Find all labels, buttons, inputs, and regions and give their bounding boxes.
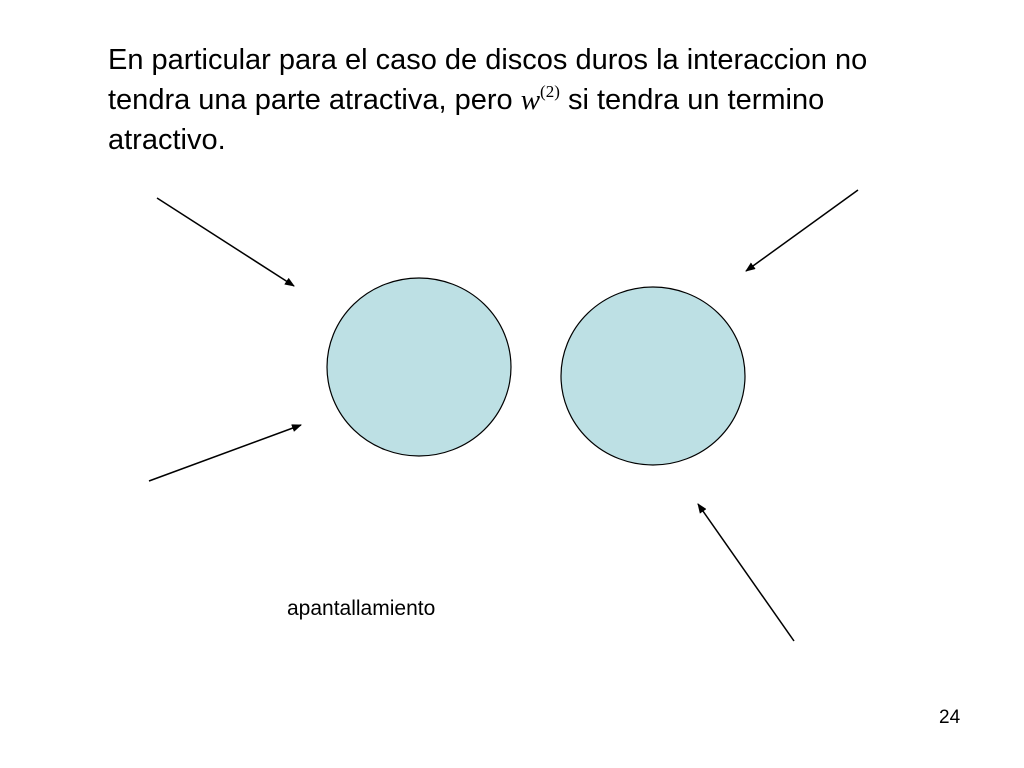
slide-number: 24 (939, 707, 961, 728)
math-superscript: (2) (540, 82, 560, 101)
caption-apantallamiento: apantallamiento (287, 597, 436, 620)
arrow-top-left (156, 197, 295, 287)
arrow-bottom-left (148, 424, 302, 482)
math-symbol: w (520, 84, 541, 116)
arrow-top-right (745, 189, 859, 272)
math-w2: w(2) (520, 82, 560, 116)
text-line-3: atractivo. (108, 124, 226, 156)
left-disc (326, 277, 512, 457)
text-line-1: En particular para el caso de discos dur… (108, 44, 868, 76)
right-disc (560, 286, 746, 466)
text-line-2-after: si tendra un termino (567, 84, 825, 116)
text-line-2-before: tendra una parte atractiva, pero (108, 84, 513, 116)
arrow-bottom-right (697, 503, 795, 642)
slide-body-text: En particular para el caso de discos dur… (108, 40, 988, 160)
